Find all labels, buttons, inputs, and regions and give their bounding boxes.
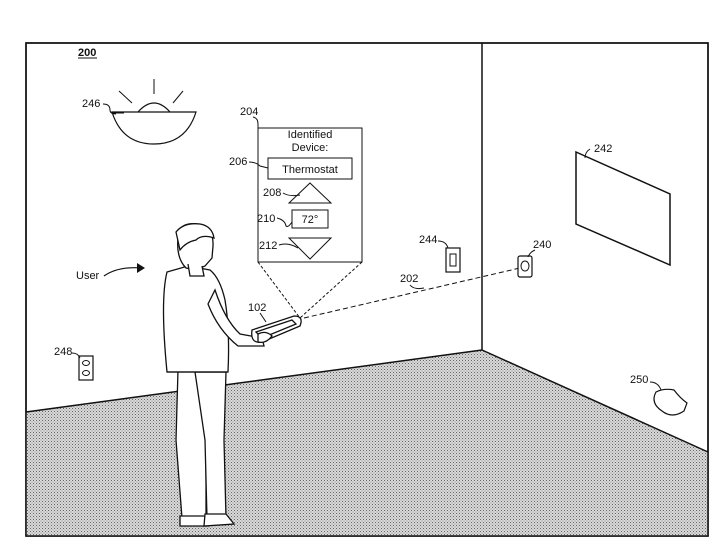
figure-number: 200 [78,47,96,59]
temperature-text: 72° [302,214,319,226]
label-down-arrow: 212 [259,240,277,252]
popup-heading-line1: Identified [288,129,333,141]
ceiling-light [112,79,196,144]
wall-screen [576,152,670,265]
label-device-field: 206 [229,156,247,168]
label-floor-device: 250 [630,374,648,386]
label-popup: 204 [240,106,258,118]
wall-outlet [79,356,93,380]
label-thermostat: 240 [533,239,551,251]
user-pointer-arrow [104,268,142,276]
floor [26,350,708,536]
label-tablet: 102 [248,302,266,314]
label-wall-switch: 244 [419,234,437,246]
popup-heading-line2: Device: [292,142,329,154]
floor-device [654,389,687,415]
label-user: User [76,270,100,282]
label-temp-field: 210 [257,213,275,225]
label-ceiling-light: 246 [82,98,100,110]
wall-switch [446,248,460,272]
label-outlet: 248 [54,346,72,358]
thermostat-device [518,256,532,277]
label-wall-screen: 242 [594,143,612,155]
label-up-arrow: 208 [263,187,281,199]
device-name-text: Thermostat [282,164,338,176]
label-pointing-ray: 202 [400,273,418,285]
